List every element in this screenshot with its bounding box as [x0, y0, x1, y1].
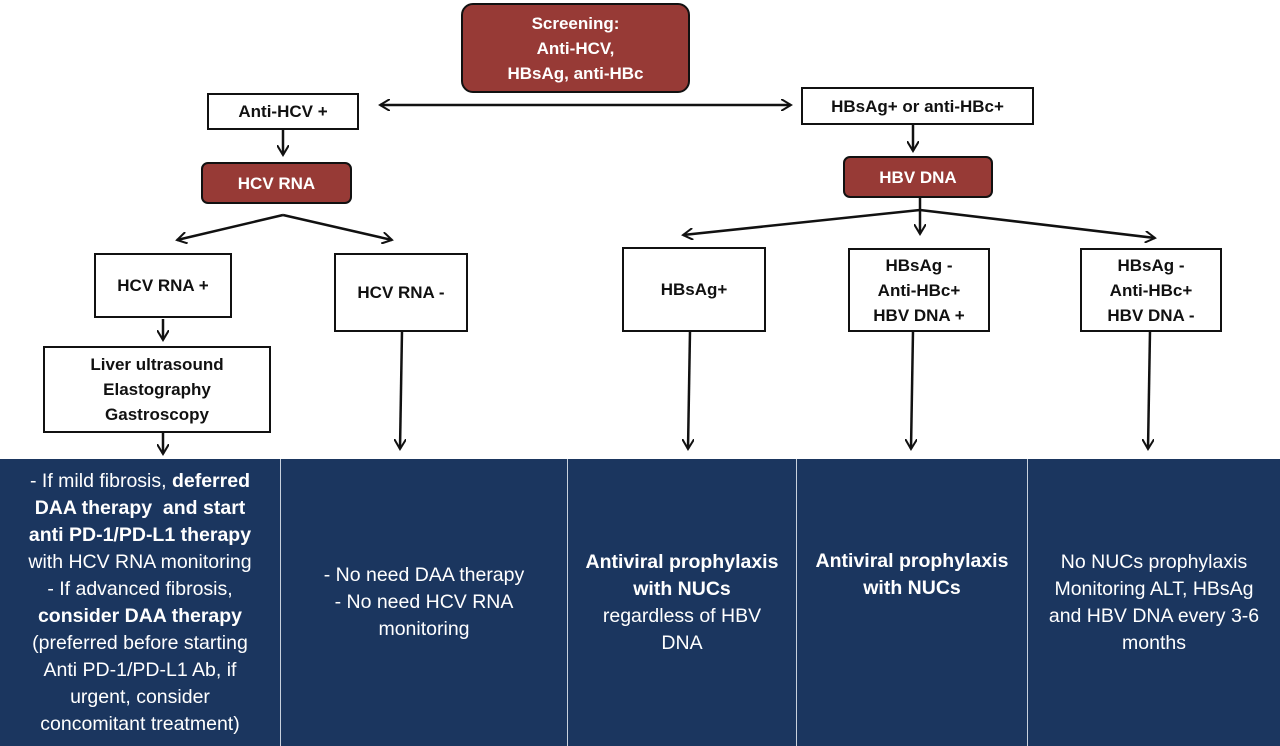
- arrow-hbv-dna-split-right: [919, 208, 1155, 238]
- hbsag-neg-dna-pos-box: HBsAg - Anti-HBc+ HBV DNA +: [848, 248, 990, 332]
- panel1-text-6: consider DAA therapy: [37, 604, 243, 627]
- panel4-text-2: with NUCs: [863, 577, 961, 599]
- panel1-text-3: anti PD-1/PD-L1 therapy: [28, 523, 252, 546]
- panel1-text-8: Anti PD-1/PD-L1 Ab, if: [43, 658, 237, 681]
- panel2-text-1: - No need DAA therapy: [323, 564, 525, 586]
- panel5-text-1: No NUCs prophylaxis: [1060, 550, 1248, 573]
- panel3-text-4: DNA: [661, 631, 703, 654]
- hbsag-neg-dna-pos-line-2: Anti-HBc+: [877, 280, 961, 300]
- arrow-hbsag-pos-to-panel: [688, 330, 690, 449]
- workup-line-1: Liver ultrasound: [90, 355, 224, 374]
- arrow-hbv-dna-split-left: [683, 208, 921, 235]
- panel2-text-3: monitoring: [378, 618, 470, 640]
- anti-hcv-label: Anti-HCV +: [238, 102, 328, 121]
- panel-dna-negative: No NUCs prophylaxis Monitoring ALT, HBsA…: [1027, 459, 1280, 746]
- hbsag-neg-dna-pos-line-1: HBsAg -: [885, 255, 953, 275]
- hcv-rna-negative-box: HCV RNA -: [334, 253, 468, 332]
- hcv-rna-negative-label: HCV RNA -: [357, 283, 445, 302]
- panel-dna-positive: Antiviral prophylaxis with NUCs: [796, 459, 1027, 746]
- screening-box: Screening: Anti-HCV, HBsAg, anti-HBc: [461, 3, 690, 93]
- panel4-text-1: Antiviral prophylaxis: [815, 550, 1009, 572]
- panel-hbsag-positive: Antiviral prophylaxis with NUCs regardle…: [567, 459, 796, 746]
- hcv-rna-positive-box: HCV RNA +: [94, 253, 232, 318]
- screening-line-2: Anti-HCV,: [536, 38, 615, 58]
- panel1-text-7: (preferred before starting: [32, 631, 248, 654]
- hbsag-neg-dna-neg-line-3: HBV DNA -: [1107, 305, 1195, 325]
- panel5-text-3: and HBV DNA every 3-6: [1048, 604, 1260, 627]
- hbsag-positive-label: HBsAg+: [660, 280, 728, 299]
- panel1-text-4: with HCV RNA monitoring: [28, 550, 252, 573]
- hbsag-positive-box: HBsAg+: [622, 247, 766, 332]
- panel5-text-2: Monitoring ALT, HBsAg: [1054, 577, 1254, 600]
- hbsag-neg-dna-neg-line-1: HBsAg -: [1117, 255, 1185, 275]
- panel3-text-2: with NUCs: [633, 577, 731, 600]
- workup-box: Liver ultrasound Elastography Gastroscop…: [43, 346, 271, 433]
- hbv-dna-box: HBV DNA: [843, 156, 993, 198]
- panel1-text-2: DAA therapy and start: [34, 496, 246, 519]
- screening-line-3: HBsAg, anti-HBc: [507, 63, 644, 83]
- arrow-dna-pos-to-panel: [911, 330, 913, 449]
- screening-line-1: Screening:: [531, 13, 620, 33]
- hbsag-or-antihbc-box: HBsAg+ or anti-HBc+: [801, 87, 1034, 125]
- panel-hcv-positive: - If mild fibrosis, deferred DAA therapy…: [0, 459, 280, 746]
- panel1-text-1a: - If mild fibrosis,: [30, 469, 172, 492]
- workup-line-3: Gastroscopy: [105, 405, 209, 424]
- anti-hcv-box: Anti-HCV +: [207, 93, 359, 130]
- panel5-text-4: months: [1122, 631, 1186, 654]
- panel1-text-9: urgent, consider: [70, 685, 210, 708]
- panel3-text-1: Antiviral prophylaxis: [585, 550, 779, 573]
- hbsag-neg-dna-neg-line-2: Anti-HBc+: [1109, 280, 1193, 300]
- arrow-hcv-neg-to-panel: [400, 330, 402, 449]
- panel1-text-5: - If advanced fibrosis,: [47, 577, 233, 600]
- hcv-rna-positive-label: HCV RNA +: [117, 276, 209, 295]
- panel1-text-1b: deferred: [171, 469, 250, 492]
- hbv-dna-label: HBV DNA: [879, 167, 957, 187]
- arrow-hcv-rna-split-right: [282, 213, 392, 240]
- workup-line-2: Elastography: [103, 380, 211, 399]
- hcv-rna-label: HCV RNA: [237, 173, 316, 193]
- arrow-hcv-rna-split-left: [177, 213, 284, 240]
- hbsag-or-antihbc-label: HBsAg+ or anti-HBc+: [831, 96, 1004, 116]
- panel2-text-2: - No need HCV RNA: [334, 591, 514, 613]
- hbsag-neg-dna-pos-line-3: HBV DNA +: [873, 305, 965, 325]
- panel3-text-3: regardless of HBV: [602, 604, 762, 627]
- hcv-rna-box: HCV RNA: [201, 162, 352, 204]
- arrow-dna-neg-to-panel: [1148, 330, 1150, 449]
- hbsag-neg-dna-neg-box: HBsAg - Anti-HBc+ HBV DNA -: [1080, 248, 1222, 332]
- panel1-text-10: concomitant treatment): [40, 712, 240, 735]
- panel-hcv-negative: - No need DAA therapy - No need HCV RNA …: [280, 459, 567, 746]
